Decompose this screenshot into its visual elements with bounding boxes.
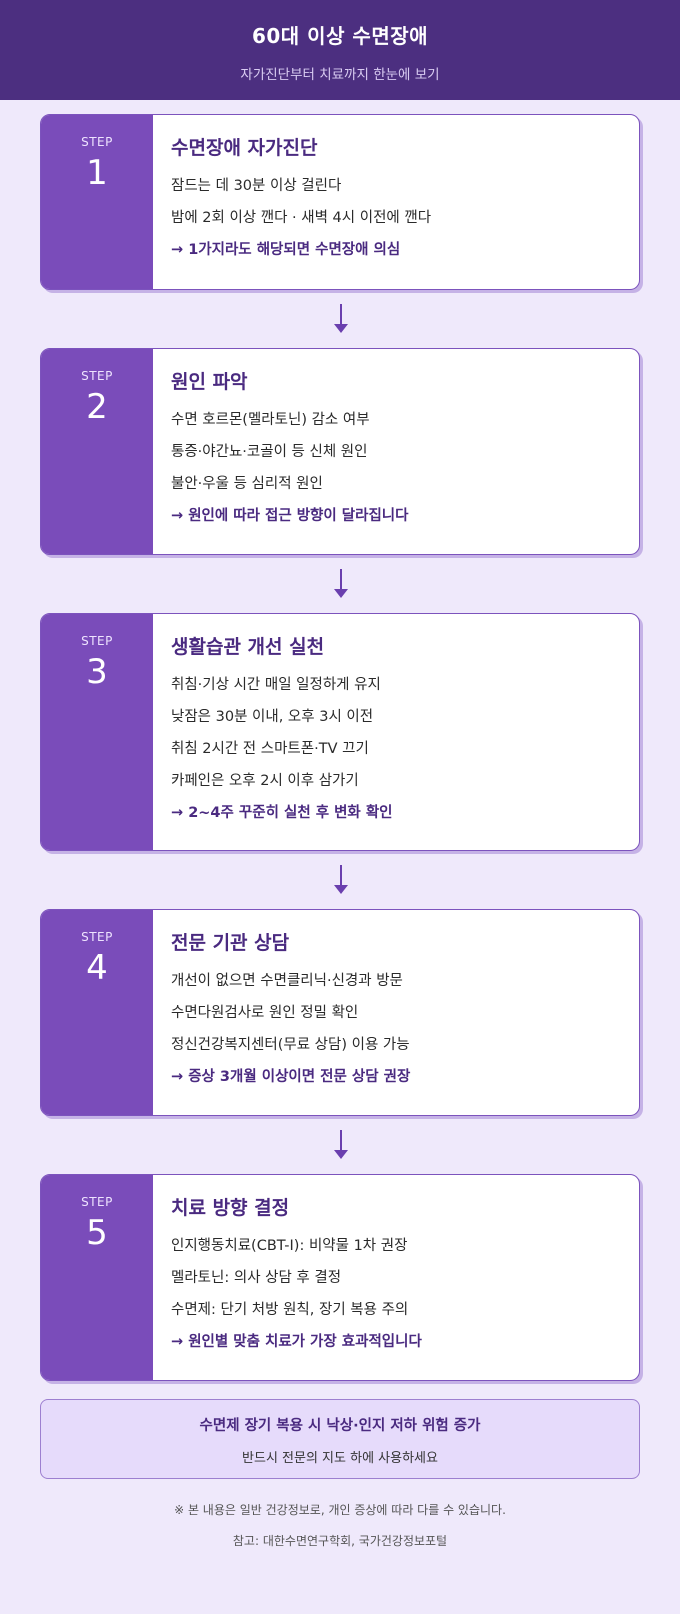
disclaimer-text: ※ 본 내용은 일반 건강정보로, 개인 증상에 따라 다를 수 있습니다. [174,1503,506,1517]
step-title: 수면장애 자가진단 [171,137,318,159]
step-line: 취침·기상 시간 매일 일정하게 유지 [171,677,381,693]
step-conclusion: → 증상 3개월 이상이면 전문 상담 권장 [171,1069,411,1085]
step-card-2: STEP 2 원인 파악 수면 호르몬(멜라토닌) 감소 여부 통증·야간뇨·코… [40,348,640,555]
step-badge: STEP 4 [41,910,153,1115]
step-line: 통증·야간뇨·코골이 등 신체 원인 [171,444,368,460]
step-number: 4 [86,948,108,988]
step-title: 치료 방향 결정 [171,1197,290,1219]
step-body: 원인 파악 수면 호르몬(멜라토닌) 감소 여부 통증·야간뇨·코골이 등 신체… [153,349,639,554]
step-line: 멜라토닌: 의사 상담 후 결정 [171,1270,342,1286]
step-line: 정신건강복지센터(무료 상담) 이용 가능 [171,1037,410,1053]
step-line: 인지행동치료(CBT-I): 비약물 1차 권장 [171,1238,408,1254]
warning-title: 수면제 장기 복용 시 낙상·인지 저하 위험 증가 [199,1418,481,1434]
step-body: 수면장애 자가진단 잠드는 데 30분 이상 걸린다 밤에 2회 이상 깬다 ·… [153,115,639,289]
step-badge: STEP 3 [41,614,153,850]
step-title: 전문 기관 상담 [171,932,290,954]
step-label: STEP [81,634,113,648]
step-card-5: STEP 5 치료 방향 결정 인지행동치료(CBT-I): 비약물 1차 권장… [40,1174,640,1381]
step-line: 낮잠은 30분 이내, 오후 3시 이전 [171,709,374,725]
step-line: 수면 호르몬(멜라토닌) 감소 여부 [171,412,370,428]
page-subtitle: 자가진단부터 치료까지 한눈에 보기 [240,67,440,83]
step-card-1: STEP 1 수면장애 자가진단 잠드는 데 30분 이상 걸린다 밤에 2회 … [40,114,640,290]
down-arrow-icon [40,555,640,613]
step-card-4: STEP 4 전문 기관 상담 개선이 없으면 수면클리닉·신경과 방문 수면다… [40,909,640,1116]
down-arrow-icon [40,851,640,909]
step-conclusion: → 원인에 따라 접근 방향이 달라집니다 [171,508,409,524]
step-number: 5 [86,1213,108,1253]
footer: ※ 본 내용은 일반 건강정보로, 개인 증상에 따라 다를 수 있습니다. 참… [0,1501,680,1549]
step-badge: STEP 1 [41,115,153,289]
step-line: 개선이 없으면 수면클리닉·신경과 방문 [171,973,403,989]
step-line: 수면제: 단기 처방 원칙, 장기 복용 주의 [171,1302,409,1318]
down-arrow-icon [40,290,640,348]
page-header: 60대 이상 수면장애 자가진단부터 치료까지 한눈에 보기 [0,0,680,100]
step-body: 생활습관 개선 실천 취침·기상 시간 매일 일정하게 유지 낮잠은 30분 이… [153,614,639,850]
step-conclusion: → 2~4주 꾸준히 실천 후 변화 확인 [171,805,393,821]
step-label: STEP [81,1195,113,1209]
step-badge: STEP 2 [41,349,153,554]
step-line: 수면다원검사로 원인 정밀 확인 [171,1005,359,1021]
step-card-3: STEP 3 생활습관 개선 실천 취침·기상 시간 매일 일정하게 유지 낮잠… [40,613,640,851]
step-line: 밤에 2회 이상 깬다 · 새벽 4시 이전에 깬다 [171,210,432,226]
step-line: 취침 2시간 전 스마트폰·TV 끄기 [171,741,369,757]
step-body: 치료 방향 결정 인지행동치료(CBT-I): 비약물 1차 권장 멜라토닌: … [153,1175,639,1380]
warning-box: 수면제 장기 복용 시 낙상·인지 저하 위험 증가 반드시 전문의 지도 하에… [40,1399,640,1479]
steps-container: STEP 1 수면장애 자가진단 잠드는 데 30분 이상 걸린다 밤에 2회 … [0,100,680,1381]
step-label: STEP [81,135,113,149]
step-number: 2 [86,387,108,427]
step-conclusion: → 1가지라도 해당되면 수면장애 의심 [171,242,401,258]
step-title: 원인 파악 [171,371,248,393]
step-line: 불안·우울 등 심리적 원인 [171,476,323,492]
step-title: 생활습관 개선 실천 [171,636,325,658]
step-line: 잠드는 데 30분 이상 걸린다 [171,178,342,194]
warning-text: 반드시 전문의 지도 하에 사용하세요 [242,1451,438,1466]
step-conclusion: → 원인별 맞춤 치료가 가장 효과적입니다 [171,1334,422,1350]
step-line: 카페인은 오후 2시 이후 삼가기 [171,773,359,789]
down-arrow-icon [40,1116,640,1174]
page-title: 60대 이상 수면장애 [251,24,429,48]
step-body: 전문 기관 상담 개선이 없으면 수면클리닉·신경과 방문 수면다원검사로 원인… [153,910,639,1115]
step-number: 3 [86,652,108,692]
step-badge: STEP 5 [41,1175,153,1380]
step-number: 1 [86,153,108,193]
step-label: STEP [81,369,113,383]
step-label: STEP [81,930,113,944]
reference-text: 참고: 대한수면연구학회, 국가건강정보포털 [232,1534,448,1548]
